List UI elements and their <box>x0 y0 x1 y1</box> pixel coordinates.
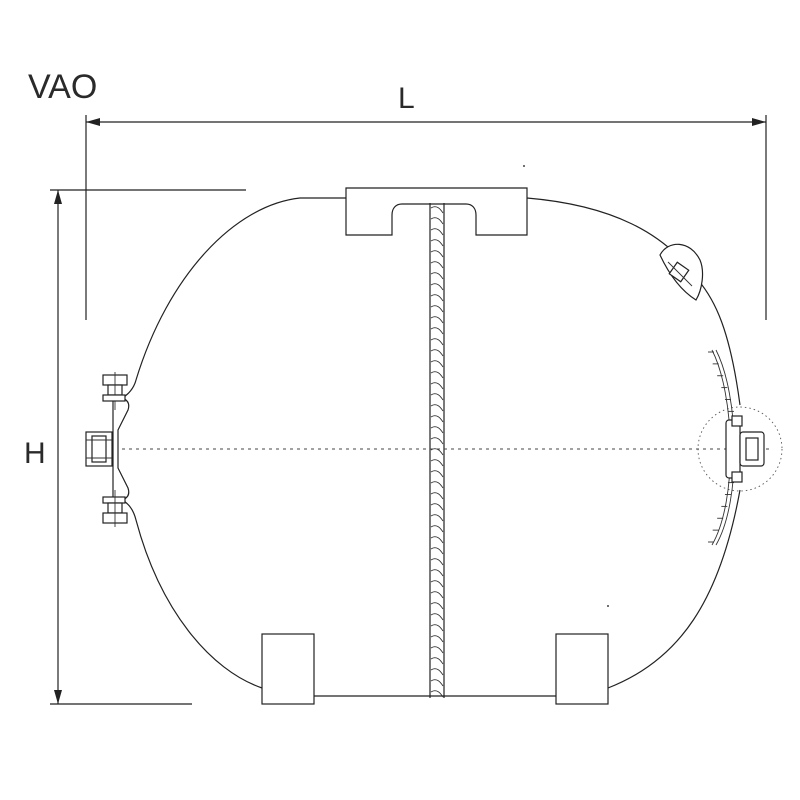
mark-dot <box>523 165 525 167</box>
air-valve-fitting <box>659 243 704 301</box>
weld-bead <box>430 635 444 643</box>
weld-bead <box>430 624 444 632</box>
height-dimension: H <box>24 189 246 705</box>
weld-bead <box>430 514 444 522</box>
weld-bead <box>430 569 444 577</box>
weld-bead <box>430 679 444 687</box>
weld-bead <box>430 525 444 533</box>
weld-bead <box>430 382 444 390</box>
weld-bead <box>430 393 444 401</box>
weld-bead <box>430 613 444 621</box>
weld-bead <box>430 261 444 269</box>
weld-bead <box>430 283 444 291</box>
weld-bead <box>430 426 444 434</box>
weld-bead <box>430 349 444 357</box>
weld-bead <box>430 250 444 258</box>
weld-bead <box>430 503 444 511</box>
weld-bead <box>430 206 444 214</box>
weld-bead <box>430 646 444 654</box>
weld-bead <box>430 272 444 280</box>
weld-bead <box>430 547 444 555</box>
weld-bead <box>430 360 444 368</box>
weld-bead <box>430 481 444 489</box>
weld-bead <box>430 668 444 676</box>
model-label: VAO <box>28 68 97 106</box>
right-flange <box>697 349 783 546</box>
length-label: L <box>398 82 415 115</box>
weld-bead <box>430 294 444 302</box>
length-dimension: L <box>85 82 767 320</box>
weld-bead <box>430 404 444 412</box>
weld-bead <box>430 415 444 423</box>
tank-body <box>121 197 741 697</box>
weld-bead <box>430 580 444 588</box>
weld-bead <box>430 448 444 456</box>
weld-bead <box>430 459 444 467</box>
weld-bead <box>430 239 444 247</box>
weld-bead <box>430 492 444 500</box>
weld-seam <box>429 203 445 698</box>
weld-bead <box>430 217 444 225</box>
weld-bead <box>430 316 444 324</box>
weld-bead <box>430 470 444 478</box>
weld-bead <box>430 657 444 665</box>
weld-bead <box>430 690 444 698</box>
weld-bead <box>430 371 444 379</box>
weld-bead <box>430 437 444 445</box>
weld-bead <box>430 327 444 335</box>
height-label: H <box>24 437 46 470</box>
weld-bead <box>430 338 444 346</box>
weld-bead <box>430 602 444 610</box>
mark-dot <box>607 605 609 607</box>
weld-bead <box>430 591 444 599</box>
saddle-left <box>261 633 315 705</box>
weld-bead <box>430 228 444 236</box>
weld-bead <box>430 305 444 313</box>
weld-bead <box>430 536 444 544</box>
weld-bead <box>430 558 444 566</box>
left-flange <box>85 372 130 527</box>
top-bracket <box>345 187 528 236</box>
saddle-right <box>555 633 609 705</box>
